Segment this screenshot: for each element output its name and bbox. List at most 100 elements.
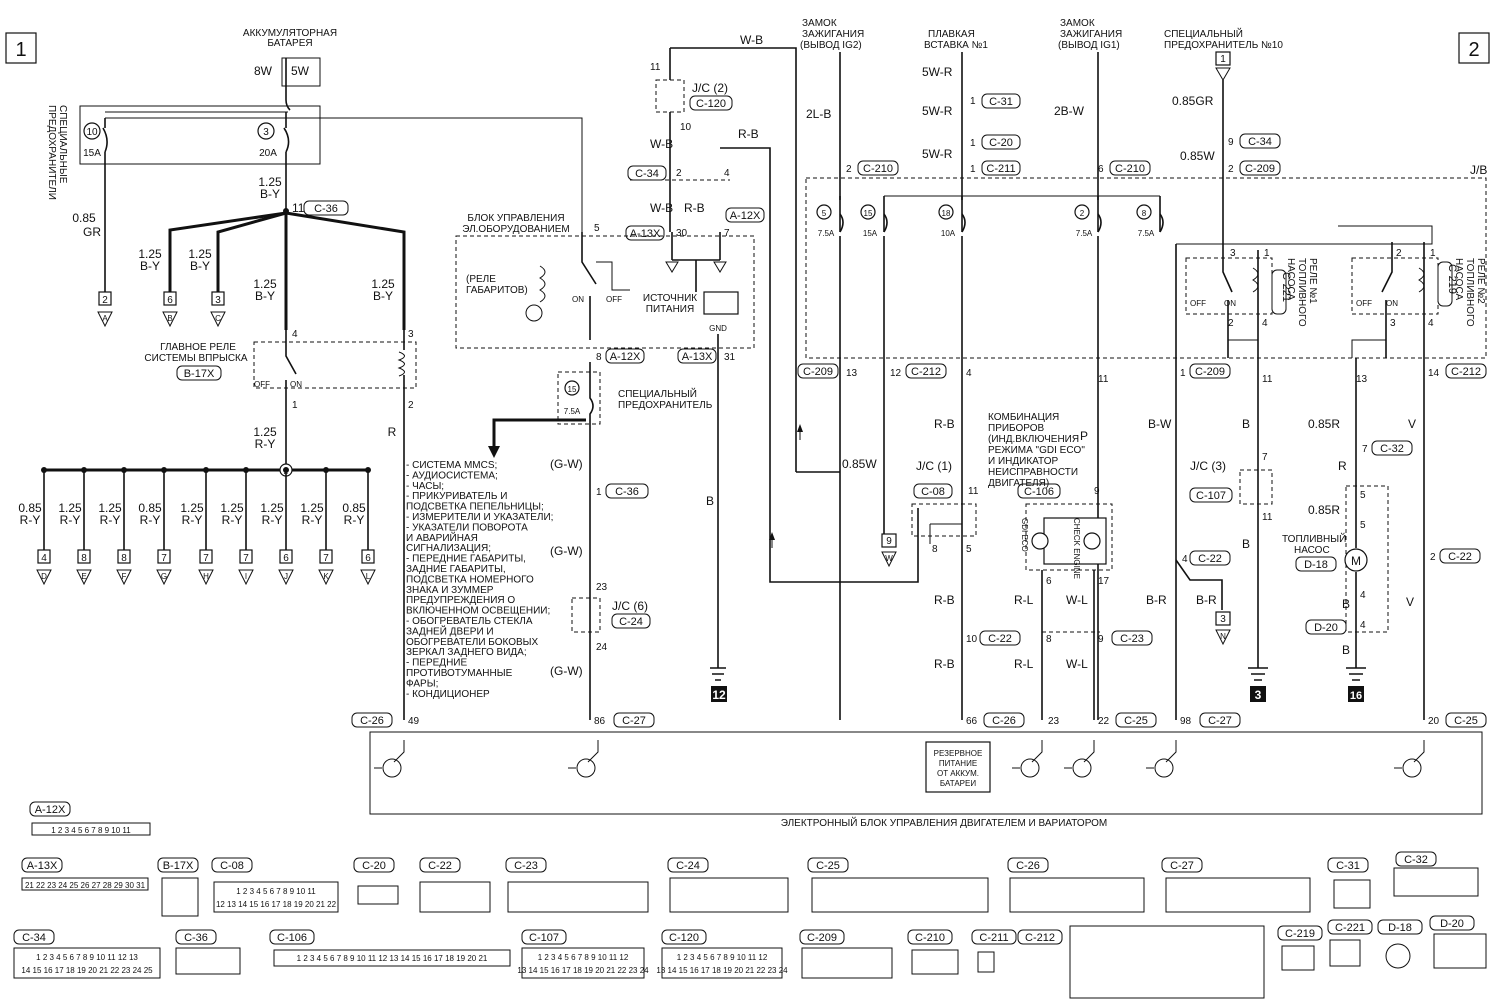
svg-text:C-27: C-27 xyxy=(622,715,646,727)
svg-text:17: 17 xyxy=(1098,576,1110,587)
system-item: - ПЕРЕДНИЕ ГАБАРИТЫ, xyxy=(406,554,526,565)
svg-text:C-31: C-31 xyxy=(1336,860,1360,872)
svg-text:C-36: C-36 xyxy=(184,932,208,944)
special-fuse15-box xyxy=(557,371,601,425)
system-item: - УКАЗАТЕЛИ ПОВОРОТА xyxy=(406,522,528,533)
svg-text:22: 22 xyxy=(1098,716,1110,727)
wire-gw-2: (G-W) xyxy=(550,544,583,558)
main-relay-pin4: 4 xyxy=(292,329,298,340)
c32-label: C-32 xyxy=(1380,443,1404,455)
svg-text:6: 6 xyxy=(1046,576,1052,587)
power-source-1: ИСТОЧНИК xyxy=(643,293,697,304)
svg-text:10: 10 xyxy=(966,634,978,645)
wire-085w-mid: 0.85W xyxy=(842,457,877,471)
ig1-title-3: (ВЫВОД IG1) xyxy=(1058,40,1120,51)
system-item: И АВАРИЙНАЯ xyxy=(406,531,478,544)
svg-text:R-Y: R-Y xyxy=(222,513,243,527)
system-item: ЗАДНЕЙ ДВЕРИ И xyxy=(406,624,494,637)
wire-lbl-c1: 1.25 xyxy=(188,247,212,261)
wire-lbl-s2: B-Y xyxy=(373,289,393,303)
svg-text:7: 7 xyxy=(323,553,329,564)
fuse-special10-pin-num: 1 xyxy=(1220,54,1226,65)
wire-2bw: 2B-W xyxy=(1054,104,1085,118)
c22-label-3: C-22 xyxy=(1448,551,1472,563)
svg-text:1 2 3 4 5 6 7 8 9 10 11 12: 1 2 3 4 5 6 7 8 9 10 11 12 xyxy=(538,953,629,962)
c36-tag xyxy=(303,200,349,216)
jb-fuse-8: 87.5A xyxy=(1136,204,1164,238)
wire-gw-3: (G-W) xyxy=(550,664,583,678)
svg-text:66: 66 xyxy=(966,716,978,727)
jb-fuse-2: 27.5A xyxy=(1074,204,1102,238)
cluster-3: (ИНД.ВКЛЮЧЕНИЯ xyxy=(988,434,1079,445)
svg-text:C-26: C-26 xyxy=(1016,860,1040,872)
page-marker-left-label: 1 xyxy=(15,39,26,61)
c219-label: C-219 xyxy=(1446,264,1458,294)
svg-text:14: 14 xyxy=(1428,368,1440,379)
cluster-6: НЕИСПРАВНОСТИ xyxy=(988,467,1078,478)
jc2-pin10: 10 xyxy=(680,122,692,133)
svg-text:R-Y: R-Y xyxy=(20,513,41,527)
body-ecu-pin5: 5 xyxy=(594,223,600,234)
svg-text:1 2 3 4 5 6 7 8 9 10 11 12 13: 1 2 3 4 5 6 7 8 9 10 11 12 13 xyxy=(36,953,138,962)
wire-lbl-r: R xyxy=(388,425,397,439)
jc6-pin23: 23 xyxy=(596,582,608,593)
svg-text:1.25: 1.25 xyxy=(58,501,82,515)
wire-bw: B-W xyxy=(1148,417,1172,431)
body-ecu-title-1: БЛОК УПРАВЛЕНИЯ xyxy=(467,213,564,224)
svg-text:9: 9 xyxy=(1098,634,1104,645)
jc6-label: J/C (6) xyxy=(612,599,648,613)
c22-label: C-22 xyxy=(988,633,1012,645)
svg-text:C-210: C-210 xyxy=(915,932,945,944)
svg-text:0.85: 0.85 xyxy=(342,501,366,515)
svg-text:C-209: C-209 xyxy=(807,932,837,944)
svg-text:C-20: C-20 xyxy=(989,137,1013,149)
system-item: ВКЛЮЧЕННОМ ОСВЕЩЕНИИ; xyxy=(406,606,550,617)
svg-text:E: E xyxy=(81,572,86,581)
jb-label: J/B xyxy=(1470,163,1487,177)
page-marker-right xyxy=(1458,32,1490,64)
wire-lbl-s1: 1.25 xyxy=(371,277,395,291)
c210-label-1: C-210 xyxy=(863,163,893,175)
svg-text:1 2 3 4 5 6 7 8 9 10 11 12 13: 1 2 3 4 5 6 7 8 9 10 11 12 13 14 15 16 1… xyxy=(297,954,488,963)
svg-text:C-32: C-32 xyxy=(1404,854,1428,866)
wire-by-label: B-Y xyxy=(260,187,280,201)
c34-pin2: 2 xyxy=(676,168,682,179)
svg-text:21 22 23 24 25 26 27 28 29 30: 21 22 23 24 25 26 27 28 29 30 31 xyxy=(25,881,146,890)
c22-tag xyxy=(979,630,1021,646)
svg-text:D-20: D-20 xyxy=(1440,918,1464,930)
svg-text:ON: ON xyxy=(1224,299,1236,308)
special-fuses-box xyxy=(79,105,321,165)
svg-text:A-12X: A-12X xyxy=(35,804,66,816)
svg-text:1 2 3 4 5 6 7 8 9 10 11: 1 2 3 4 5 6 7 8 9 10 11 xyxy=(51,826,131,835)
wire-r-fp: R xyxy=(1338,459,1347,473)
fuse10-circle xyxy=(83,122,101,140)
cluster-eco: GDI ECO xyxy=(1020,518,1029,552)
svg-text:3: 3 xyxy=(1390,318,1396,329)
svg-text:B-17X: B-17X xyxy=(163,860,194,872)
backup-4: БАТАРЕИ xyxy=(940,779,976,788)
wire-gw-1: (G-W) xyxy=(550,457,583,471)
c22-tag-3 xyxy=(1439,548,1481,564)
system-item: СИГНАЛИЗАЦИЯ; xyxy=(406,543,491,554)
system-item: - ИЗМЕРИТЕЛИ И УКАЗАТЕЛИ; xyxy=(406,512,553,523)
c212-label-2: C-212 xyxy=(1451,366,1481,378)
svg-text:J: J xyxy=(284,572,288,581)
a12x-label-2: A-12X xyxy=(610,351,641,363)
svg-text:23: 23 xyxy=(1048,716,1060,727)
c107-tag xyxy=(1189,487,1233,503)
c24-tag xyxy=(611,613,651,629)
bottom-outputs: 0.85R-Y4D1.25R-Y8E1.25R-Y8F0.85R-Y7G1.25… xyxy=(18,467,376,586)
svg-text:7.5A: 7.5A xyxy=(1138,229,1155,238)
svg-text:5: 5 xyxy=(822,209,827,218)
svg-text:G: G xyxy=(161,572,167,581)
jb-fuse-5: 57.5A xyxy=(816,204,844,238)
c209-label-2: C-209 xyxy=(1195,366,1225,378)
svg-text:7: 7 xyxy=(243,553,249,564)
wire-rb-r3: R-B xyxy=(934,657,955,671)
svg-text:7: 7 xyxy=(1362,444,1368,455)
svg-text:C-22: C-22 xyxy=(428,860,452,872)
wire-085-label: 0.85 xyxy=(72,211,96,225)
pin-30: 30 xyxy=(676,228,688,239)
svg-text:12 13 14 15 16 17 18 19 20 21: 12 13 14 15 16 17 18 19 20 21 22 xyxy=(216,900,337,909)
